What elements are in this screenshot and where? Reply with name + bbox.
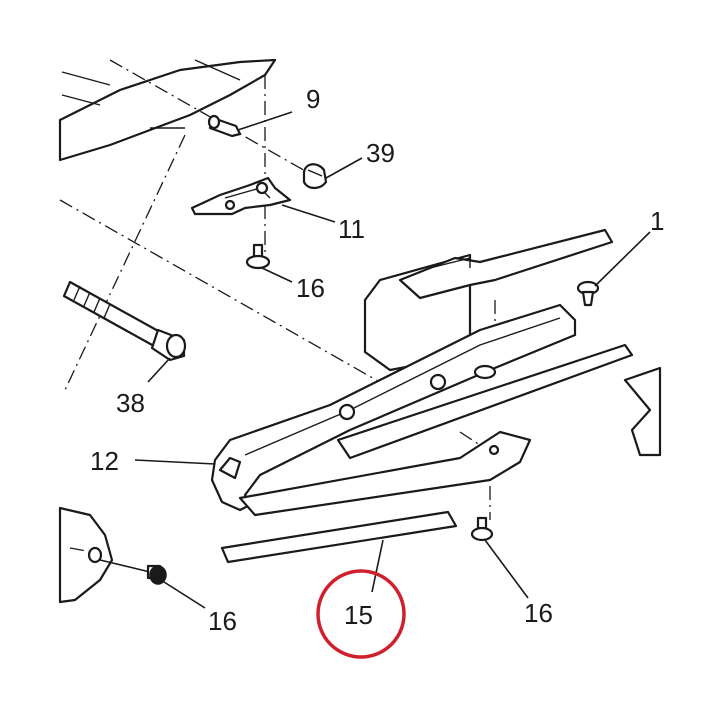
part-38-long-bolt [62, 280, 187, 383]
part-39-cap [302, 157, 363, 190]
label-9: 9 [306, 84, 320, 114]
label-38: 38 [116, 388, 145, 418]
label-15: 15 [344, 600, 373, 630]
label-11: 11 [338, 214, 365, 244]
part-1-screw [576, 231, 651, 307]
part-16-screw-top [245, 243, 293, 283]
part-12-chain-guide [134, 228, 614, 512]
part-16-screw-right [470, 516, 529, 599]
label-39: 39 [366, 138, 395, 168]
label-12: 12 [90, 446, 119, 476]
guide-strip [336, 343, 634, 460]
label-1: 1 [650, 206, 664, 236]
highlight-circle-15 [316, 569, 406, 659]
frame-top-left [58, 58, 277, 162]
part-15-guide-pad [220, 510, 458, 593]
right-edge-part [623, 366, 662, 457]
label-16-top: 16 [296, 273, 325, 303]
part-9-bolt [207, 111, 293, 138]
part-11-bracket [190, 176, 336, 223]
bottom-left-part [58, 506, 151, 604]
label-16-right: 16 [524, 598, 553, 628]
label-16-bottom: 16 [208, 606, 237, 636]
lower-guide-plate [238, 430, 532, 517]
part-16-screw-bottom [146, 564, 206, 609]
